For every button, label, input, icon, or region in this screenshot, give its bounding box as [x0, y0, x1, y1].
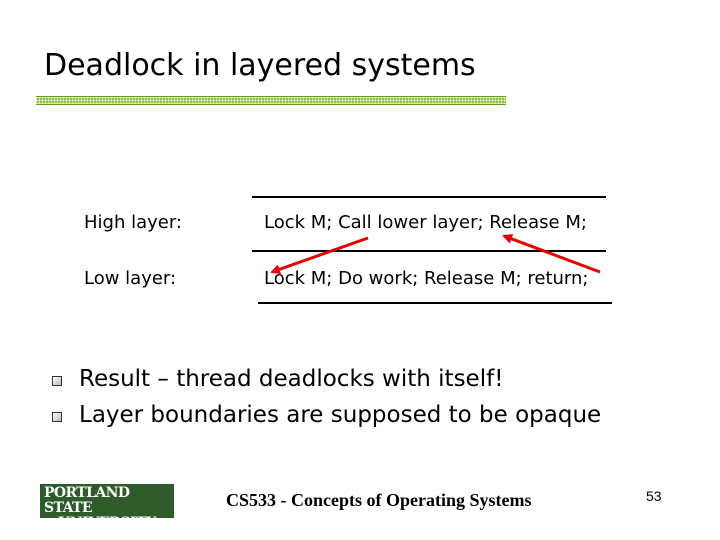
- bullet-square-icon: [52, 412, 62, 422]
- bullet-square-icon: [52, 376, 62, 386]
- course-footer: CS533 - Concepts of Operating Systems: [226, 490, 532, 510]
- university-logo: PORTLAND STATE UNIVERSITY: [40, 484, 174, 531]
- bullet-item-boundaries: Layer boundaries are supposed to be opaq…: [52, 402, 601, 428]
- bullet-text: Result – thread deadlocks with itself!: [79, 366, 504, 392]
- bullet-item-result: Result – thread deadlocks with itself!: [52, 366, 503, 392]
- high-layer-code: Lock M; Call lower layer; Release M;: [264, 212, 587, 233]
- top-rule: [252, 196, 606, 198]
- bullet-text: Layer boundaries are supposed to be opaq…: [79, 402, 602, 428]
- low-layer-label: Low layer:: [84, 268, 177, 289]
- high-layer-label: High layer:: [84, 212, 182, 233]
- low-layer-code: Lock M; Do work; Release M; return;: [264, 268, 589, 289]
- page-number: 53: [646, 488, 662, 504]
- logo-line-1: PORTLAND STATE: [44, 485, 130, 516]
- bottom-rule: [258, 302, 612, 304]
- middle-rule: [252, 250, 606, 252]
- arrow-call-to-lock: [270, 236, 369, 275]
- slide-title: Deadlock in layered systems: [44, 48, 476, 83]
- arrow-return-to-release: [502, 234, 601, 274]
- title-underline: [36, 96, 506, 105]
- logo-line-2: UNIVERSITY: [58, 515, 156, 531]
